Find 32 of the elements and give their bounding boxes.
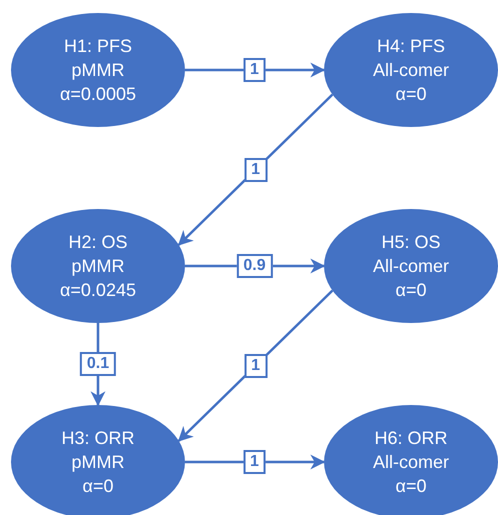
node-text: α=0.0005 — [60, 83, 136, 106]
arrow — [185, 454, 326, 470]
node-text: α=0 — [396, 475, 426, 498]
hypothesis-ellipse — [324, 13, 498, 127]
node-text: α=0 — [82, 475, 114, 498]
node-text: H6: ORR — [374, 427, 448, 450]
node-text: All-comer — [372, 255, 449, 278]
edge-label: 1 — [243, 58, 266, 82]
hypothesis-ellipse — [11, 13, 185, 127]
hypothesis-ellipse — [324, 209, 498, 323]
node-text: H1: PFS — [64, 35, 132, 58]
node-text: H2: OS — [68, 231, 128, 254]
edge-label: 1 — [244, 158, 268, 182]
node-text: H4: PFS — [376, 35, 446, 58]
node-text: α=0 — [396, 279, 426, 302]
edge-label: 0.1 — [80, 352, 116, 376]
node-text: α=0 — [396, 83, 426, 106]
node-text: pMMR — [72, 255, 124, 278]
arrow — [185, 62, 326, 78]
node-text: pMMR — [72, 451, 124, 474]
arrow — [178, 94, 334, 246]
node-text: All-comer — [372, 59, 449, 82]
node-text: All-comer — [372, 451, 449, 474]
edge-label: 0.9 — [236, 254, 273, 278]
arrow — [178, 290, 334, 442]
node-text: H5: OS — [381, 231, 441, 254]
edge-label: 1 — [244, 354, 268, 378]
edge-label: 1 — [243, 450, 266, 474]
hypothesis-ellipse — [11, 209, 185, 323]
node-text: pMMR — [72, 59, 124, 82]
node-text: H3: ORR — [61, 427, 134, 450]
node-text: α=0.0245 — [60, 279, 136, 302]
